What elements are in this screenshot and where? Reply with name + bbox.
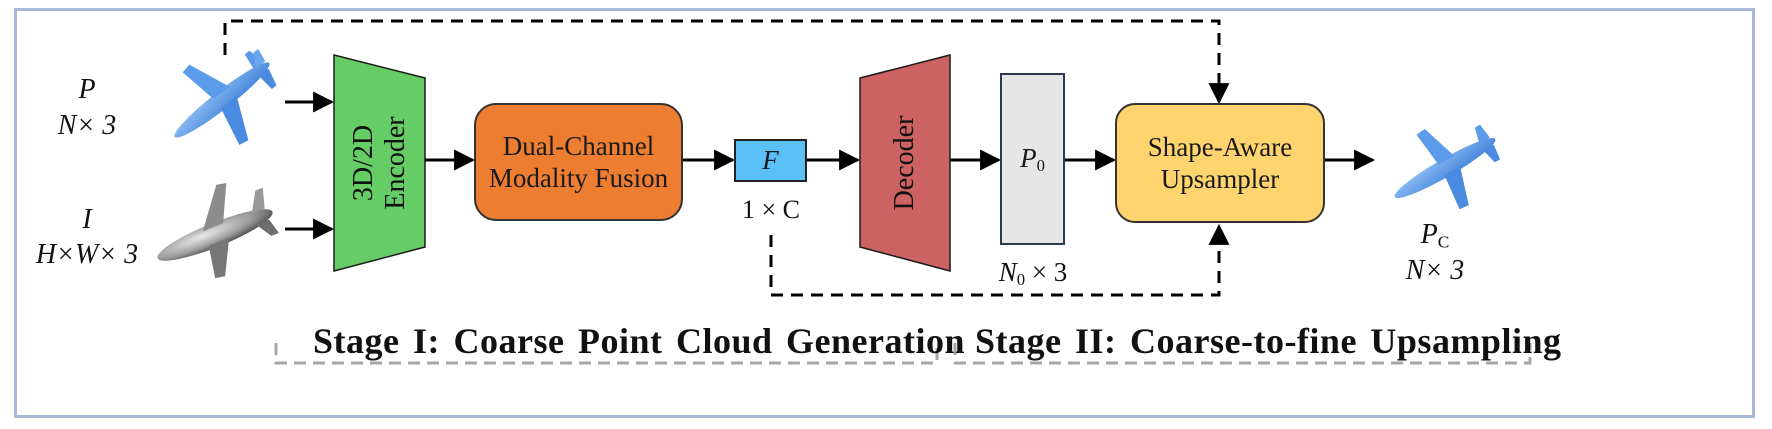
feature-symbol: F bbox=[762, 145, 779, 176]
diagram-frame bbox=[14, 8, 1755, 418]
coarse-symbol-base: P bbox=[1020, 142, 1037, 173]
stage2-bracket bbox=[953, 343, 1532, 365]
feature-box: F bbox=[734, 139, 807, 182]
output-symbol-base: P bbox=[1420, 219, 1438, 250]
output-symbol: PC bbox=[1421, 221, 1450, 251]
pointcloud-shape: N× 3 bbox=[57, 110, 117, 141]
airplane-pointcloud-output-icon bbox=[1394, 124, 1501, 210]
upsampler-label-line1: Shape-Aware bbox=[1147, 131, 1293, 162]
feature-shape: 1 × C bbox=[741, 195, 801, 224]
image-symbol: I bbox=[82, 204, 92, 235]
encoder-label: 3D/2D Encoder bbox=[348, 116, 412, 209]
dashed-skip-feature-to-upsampler bbox=[769, 223, 1230, 297]
stage2-label: Stage II: Coarse-to-fine Upsampling bbox=[975, 321, 1562, 361]
encoder-label-line1: 3D/2D bbox=[347, 124, 379, 202]
dashed-skip-input-to-upsampler bbox=[223, 19, 1230, 105]
encoder-shape bbox=[333, 54, 426, 272]
airplane-gray-render-icon bbox=[157, 182, 279, 279]
coarse-shape: N0 × 3 bbox=[999, 259, 1068, 289]
output-shape: N× 3 bbox=[1405, 255, 1465, 286]
decoder-label: Decoder bbox=[889, 115, 920, 211]
fusion-label-line2: Modality Fusion bbox=[488, 163, 669, 193]
stage1-label: Stage I: Coarse Point Cloud Generation bbox=[313, 321, 965, 361]
coarse-shape-symbol: N bbox=[998, 257, 1017, 287]
pointcloud-symbol: P bbox=[78, 74, 96, 105]
decoder-shape bbox=[859, 54, 951, 272]
fusion-module: Dual-Channel Modality Fusion bbox=[474, 103, 683, 221]
stage1-bracket bbox=[274, 343, 939, 365]
airplane-pointcloud-icon bbox=[174, 48, 277, 145]
coarse-symbol: P0 bbox=[1020, 142, 1045, 176]
upsampler-module: Shape-Aware Upsampler bbox=[1115, 103, 1325, 223]
encoder-label-line2: Encoder bbox=[380, 116, 411, 210]
image-shape: H×W× 3 bbox=[35, 239, 139, 270]
coarse-symbol-subscript: 0 bbox=[1036, 156, 1045, 176]
coarse-shape-rest: × 3 bbox=[1025, 257, 1068, 287]
upsampler-label-line2: Upsampler bbox=[1160, 164, 1280, 194]
coarse-pointcloud-box: P0 bbox=[1000, 73, 1065, 245]
output-symbol-subscript: C bbox=[1437, 232, 1450, 252]
coarse-shape-subscript: 0 bbox=[1016, 270, 1026, 290]
fusion-label-line1: Dual-Channel bbox=[502, 130, 655, 161]
